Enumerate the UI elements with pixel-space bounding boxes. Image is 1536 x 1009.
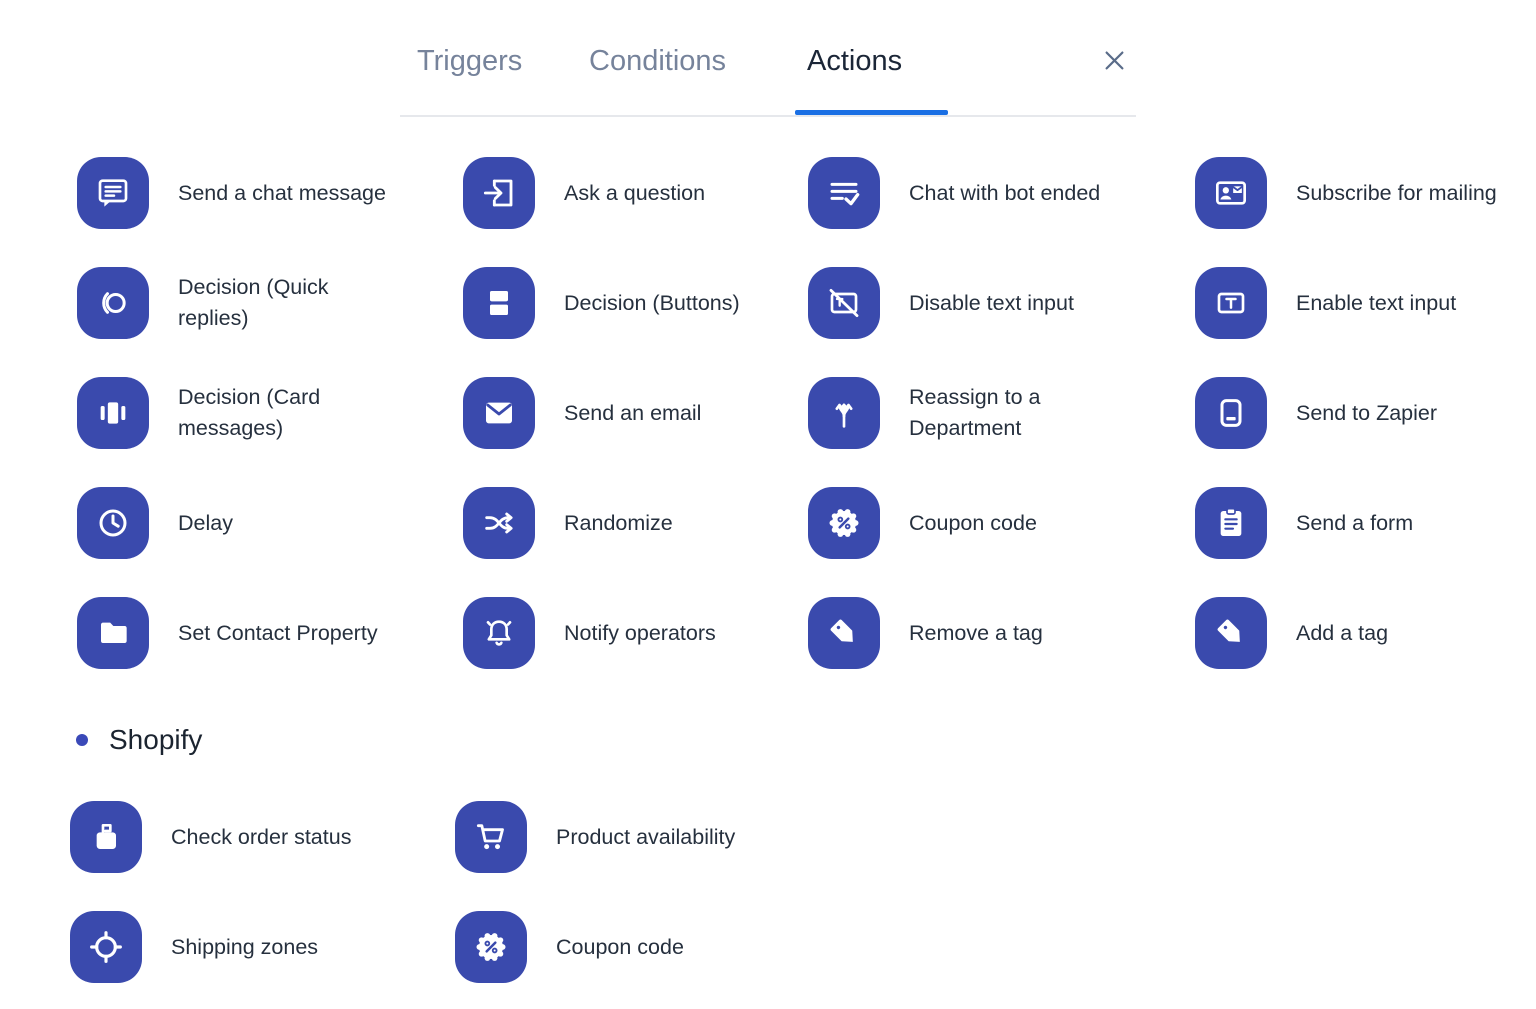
cart-icon <box>455 801 527 873</box>
tab-actions[interactable]: Actions <box>807 45 903 77</box>
action-item-set-contact-property[interactable]: Set Contact Property <box>77 597 463 669</box>
action-label: Shipping zones <box>171 934 319 959</box>
shopify-actions-grid: Check order status Product availability … <box>70 782 855 1002</box>
text-input-disabled-icon <box>808 267 880 339</box>
action-label: Check order status <box>171 824 352 849</box>
carousel-cards-icon <box>77 377 149 449</box>
percent-badge-icon <box>808 487 880 559</box>
tab-bar: Triggers Conditions Actions <box>400 0 1136 117</box>
action-label: Send an email <box>564 400 702 425</box>
action-label: Add a tag <box>1296 620 1389 645</box>
action-item-decision-card-messages[interactable]: Decision (Card messages) <box>77 377 463 449</box>
list-check-icon <box>808 157 880 229</box>
action-item-shipping-zones[interactable]: Shipping zones <box>70 911 455 983</box>
action-label: Send to Zapier <box>1296 400 1438 425</box>
fork-arrows-icon <box>808 377 880 449</box>
close-icon[interactable] <box>1098 44 1130 76</box>
action-item-enable-text-input[interactable]: Enable text input <box>1195 267 1536 339</box>
action-item-notify-operators[interactable]: Notify operators <box>463 597 808 669</box>
shopify-section-header: Shopify <box>76 724 202 756</box>
action-label: Decision (Buttons) <box>564 290 740 315</box>
action-label: Remove a tag <box>909 620 1043 645</box>
bullet-icon <box>76 734 88 746</box>
action-label: Decision (Card messages) <box>178 385 321 440</box>
folder-icon <box>77 597 149 669</box>
action-label: Subscribe for mailing <box>1296 180 1497 205</box>
clipboard-icon <box>1195 487 1267 559</box>
action-item-disable-text-input[interactable]: Disable text input <box>808 267 1195 339</box>
action-label: Set Contact Property <box>178 620 378 645</box>
tag-icon <box>808 597 880 669</box>
action-label: Send a chat message <box>178 180 386 205</box>
action-label: Decision (Quick replies) <box>178 275 329 330</box>
action-item-reassign-to-a-department[interactable]: Reassign to a Department <box>808 377 1195 449</box>
action-item-shopify-coupon-code[interactable]: Coupon code <box>455 911 855 983</box>
action-label: Randomize <box>564 510 673 535</box>
shopify-section-title: Shopify <box>109 724 203 755</box>
tab-conditions[interactable]: Conditions <box>589 45 727 77</box>
action-item-chat-with-bot-ended[interactable]: Chat with bot ended <box>808 157 1195 229</box>
gps-locate-icon <box>70 911 142 983</box>
percent-badge-icon <box>455 911 527 983</box>
action-item-ask-a-question[interactable]: Ask a question <box>463 157 808 229</box>
action-label: Send a form <box>1296 510 1414 535</box>
action-label: Notify operators <box>564 620 716 645</box>
action-item-send-to-zapier[interactable]: Send to Zapier <box>1195 377 1536 449</box>
action-label: Reassign to a Department <box>909 385 1041 440</box>
action-item-send-a-form[interactable]: Send a form <box>1195 487 1536 559</box>
action-item-remove-a-tag[interactable]: Remove a tag <box>808 597 1195 669</box>
action-item-coupon-code[interactable]: Coupon code <box>808 487 1195 559</box>
action-label: Coupon code <box>556 934 684 959</box>
clock-icon <box>77 487 149 559</box>
active-tab-indicator <box>795 110 948 115</box>
action-item-check-order-status[interactable]: Check order status <box>70 801 455 873</box>
tab-triggers[interactable]: Triggers <box>417 45 523 77</box>
action-item-decision-buttons[interactable]: Decision (Buttons) <box>463 267 808 339</box>
action-item-decision-quick-replies[interactable]: Decision (Quick replies) <box>77 267 463 339</box>
contact-mail-icon <box>1195 157 1267 229</box>
action-item-product-availability[interactable]: Product availability <box>455 801 855 873</box>
device-icon <box>1195 377 1267 449</box>
shuffle-icon <box>463 487 535 559</box>
envelope-icon <box>463 377 535 449</box>
chat-message-icon <box>77 157 149 229</box>
order-bag-icon <box>70 801 142 873</box>
action-label: Product availability <box>556 824 736 849</box>
action-label: Disable text input <box>909 290 1074 315</box>
stacked-buttons-icon <box>463 267 535 339</box>
action-label: Delay <box>178 510 233 535</box>
action-item-delay[interactable]: Delay <box>77 487 463 559</box>
action-label: Chat with bot ended <box>909 180 1101 205</box>
text-input-icon <box>1195 267 1267 339</box>
bell-icon <box>463 597 535 669</box>
actions-grid: Send a chat message Ask a question C <box>77 138 1536 688</box>
action-label: Ask a question <box>564 180 706 205</box>
action-label: Coupon code <box>909 510 1037 535</box>
action-item-subscribe-for-mailing[interactable]: Subscribe for mailing <box>1195 157 1536 229</box>
action-item-send-chat-message[interactable]: Send a chat message <box>77 157 463 229</box>
action-item-send-an-email[interactable]: Send an email <box>463 377 808 449</box>
action-item-add-a-tag[interactable]: Add a tag <box>1195 597 1536 669</box>
action-item-randomize[interactable]: Randomize <box>463 487 808 559</box>
question-input-icon <box>463 157 535 229</box>
tag-icon <box>1195 597 1267 669</box>
quick-replies-icon <box>77 267 149 339</box>
action-label: Enable text input <box>1296 290 1457 315</box>
